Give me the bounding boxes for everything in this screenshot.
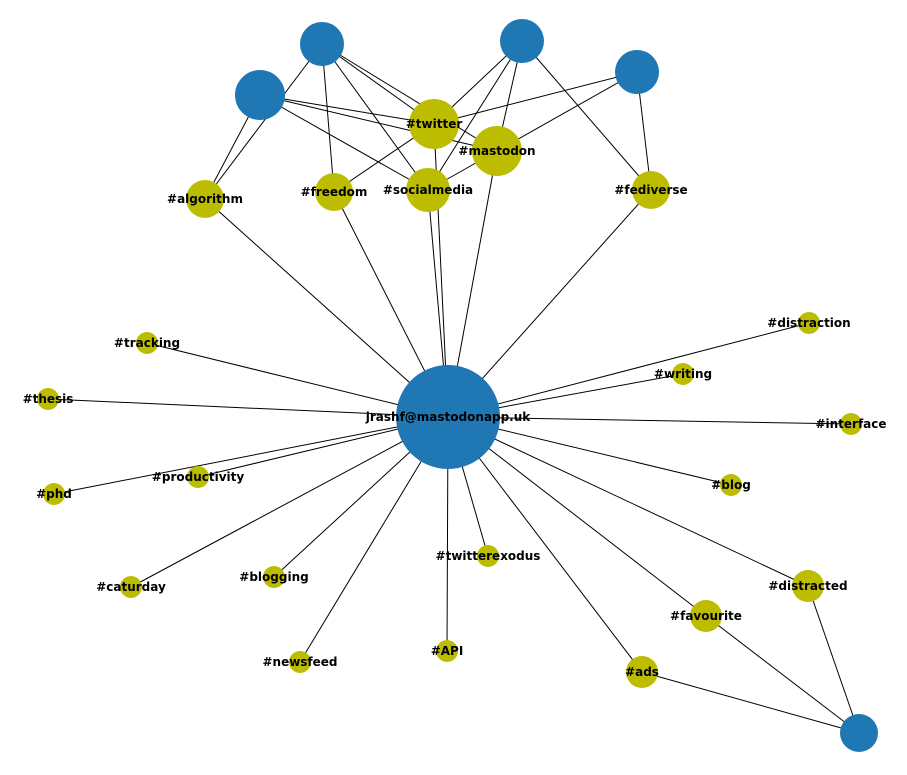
edge-u2-twitter — [259, 94, 435, 125]
node-tracking — [136, 332, 158, 354]
node-mastodon — [472, 126, 522, 176]
edge-u1-socialmedia — [321, 43, 429, 191]
node-u4 — [615, 50, 659, 94]
node-center — [396, 365, 500, 469]
label-API: #API — [431, 644, 464, 658]
label-newsfeed: #newsfeed — [262, 655, 337, 669]
edge-center-algorithm — [204, 198, 449, 418]
label-distracted: #distracted — [768, 579, 847, 593]
node-interface — [840, 413, 862, 435]
node-caturday — [120, 576, 142, 598]
edge-u1-mastodon — [321, 43, 498, 152]
label-tracking: #tracking — [114, 336, 180, 350]
edge-u5-distracted — [807, 585, 860, 734]
edge-u2-mastodon — [259, 94, 498, 152]
node-newsfeed — [289, 651, 311, 673]
label-fediverse: #fediverse — [614, 183, 687, 197]
label-ads: #ads — [625, 665, 659, 679]
labels-layer: jrashf@mastodonapp.uk #twitter #mastodon #s… — [23, 117, 887, 679]
node-u5 — [840, 714, 878, 752]
node-blog — [720, 474, 742, 496]
label-phd: #phd — [36, 487, 72, 501]
node-u3 — [500, 19, 544, 63]
node-productivity — [187, 466, 209, 488]
edge-center-caturday — [130, 416, 449, 588]
edge-center-favourite — [447, 416, 707, 617]
label-caturday: #caturday — [96, 580, 166, 594]
edge-u5-ads — [641, 671, 860, 734]
label-blog: #blog — [711, 478, 751, 492]
label-distraction: #distraction — [767, 316, 850, 330]
edge-center-ads — [447, 416, 643, 673]
edge-u5-favourite — [705, 615, 860, 734]
label-thesis: #thesis — [23, 392, 74, 406]
label-center: jrashf@mastodonapp.uk — [365, 410, 532, 424]
edge-u1-algorithm — [204, 43, 323, 200]
edge-center-phd — [53, 416, 449, 495]
label-mastodon: #mastodon — [458, 144, 535, 158]
node-writing — [672, 363, 694, 385]
edge-center-distraction — [447, 322, 810, 418]
node-socialmedia — [406, 168, 450, 212]
node-thesis — [37, 388, 59, 410]
edge-u4-mastodon — [496, 71, 638, 152]
node-algorithm — [186, 180, 224, 218]
node-distracted — [792, 570, 824, 602]
label-writing: #writing — [654, 367, 712, 381]
node-u1 — [300, 22, 344, 66]
nodes-layer — [37, 19, 878, 752]
edges-layer — [47, 40, 860, 734]
label-socialmedia: #socialmedia — [383, 183, 473, 197]
label-productivity: #productivity — [152, 470, 245, 484]
edge-u1-freedom — [321, 43, 335, 193]
edge-center-distracted — [447, 416, 809, 587]
edge-center-thesis — [47, 398, 449, 418]
node-blogging — [263, 566, 285, 588]
node-phd — [43, 483, 65, 505]
edge-center-interface — [447, 416, 852, 425]
label-algorithm: #algorithm — [167, 192, 243, 206]
label-favourite: #favourite — [670, 609, 742, 623]
label-freedom: #freedom — [301, 185, 368, 199]
node-favourite — [690, 600, 722, 632]
label-twitter: #twitter — [406, 117, 463, 131]
edge-u4-twitter — [433, 71, 638, 125]
node-twitter — [409, 99, 459, 149]
label-twitterexodus: #twitterexodus — [436, 549, 541, 563]
node-twitterexodus — [477, 545, 499, 567]
edge-u2-socialmedia — [259, 94, 429, 191]
node-freedom — [315, 173, 353, 211]
node-distraction — [798, 312, 820, 334]
node-ads — [626, 656, 658, 688]
edge-u3-fediverse — [521, 40, 652, 191]
label-blogging: #blogging — [239, 570, 308, 584]
node-u2 — [235, 70, 285, 120]
node-fediverse — [632, 171, 670, 209]
label-interface: #interface — [815, 417, 886, 431]
node-API — [436, 640, 458, 662]
edge-u3-socialmedia — [427, 40, 523, 191]
